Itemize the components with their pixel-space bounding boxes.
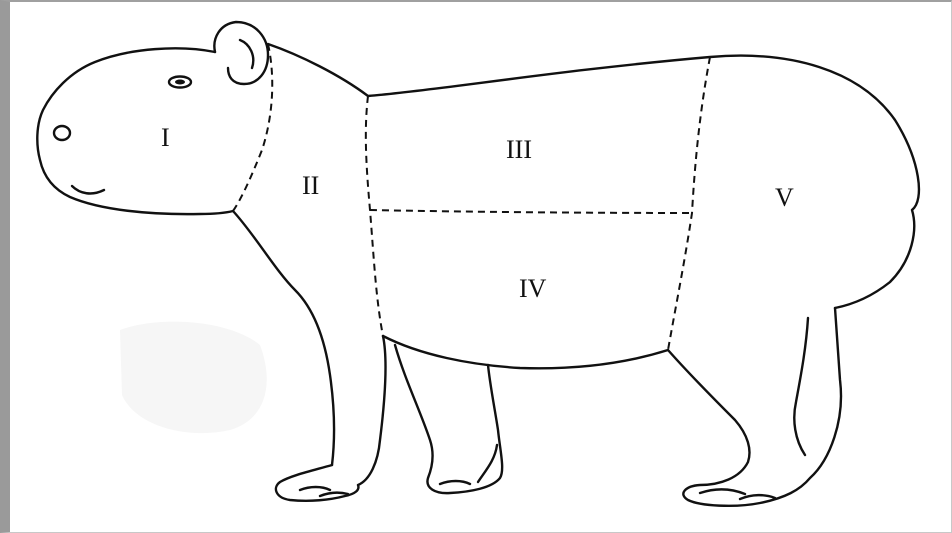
nose-icon (54, 126, 70, 140)
front-toes (300, 487, 348, 496)
ear-outline (214, 22, 268, 84)
head-outline (37, 48, 233, 214)
region-label-i: I (161, 123, 170, 152)
hind-toes (700, 489, 775, 499)
region-label-ii: II (302, 171, 319, 200)
background-smudge (120, 322, 267, 434)
mouth (72, 186, 104, 193)
hind-leg-outline (668, 308, 841, 506)
body-outline (268, 44, 919, 308)
divider-neck-torso (366, 96, 383, 336)
ear-inner (240, 40, 253, 68)
middle-toes (440, 445, 497, 484)
belly-outline (383, 336, 668, 368)
front-leg-outline (276, 336, 386, 501)
region-label-iii: III (506, 135, 532, 164)
divider-torso-horizontal (370, 210, 692, 213)
divider-torso-rump (668, 57, 710, 350)
eye-pupil (175, 80, 185, 85)
region-label-v: V (775, 183, 794, 212)
region-label-iv: IV (519, 274, 547, 303)
